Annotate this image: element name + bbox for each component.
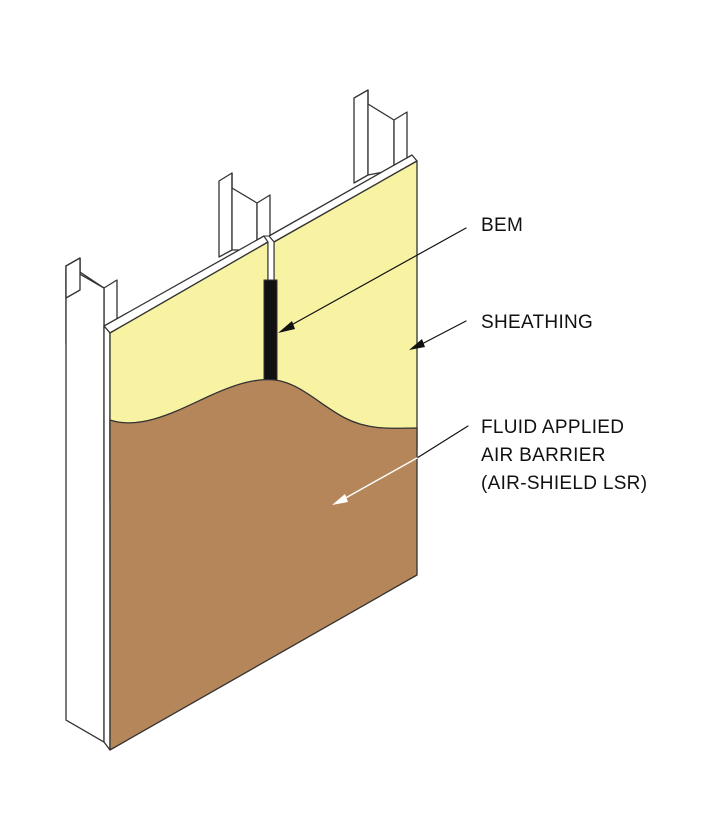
- leader-lines: [278, 227, 469, 505]
- fluid-applied-air-barrier: [109, 378, 418, 751]
- air-barrier-leader-line-outside: [416, 425, 469, 459]
- right-stud: [353, 89, 408, 184]
- bem-leader-line: [285, 227, 467, 329]
- air-barrier-label-line1: FLUID APPLIED: [481, 417, 625, 438]
- air-barrier-arrowhead: [332, 494, 348, 505]
- bem-arrowhead: [278, 321, 295, 333]
- sheathing-leader-line: [417, 320, 467, 347]
- sheathing-edges: [103, 154, 418, 751]
- sheathing-arrowhead: [409, 339, 425, 350]
- bem-membrane-strip: [263, 279, 278, 385]
- steel-studs: [65, 89, 408, 743]
- left-stud: [65, 257, 118, 743]
- air-barrier-label-line3: (AIR-SHIELD LSR): [481, 473, 648, 494]
- left-board-side-edge: [103, 325, 111, 751]
- middle-stud: [218, 172, 271, 258]
- air-barrier-leader-line-inside: [341, 457, 418, 501]
- air-barrier-label-line2: AIR BARRIER: [481, 445, 606, 466]
- bem-label: BEM: [481, 215, 524, 236]
- sheathing-label: SHEATHING: [481, 312, 594, 333]
- air-barrier-label: FLUID APPLIED AIR BARRIER (AIR-SHIELD LS…: [481, 414, 647, 498]
